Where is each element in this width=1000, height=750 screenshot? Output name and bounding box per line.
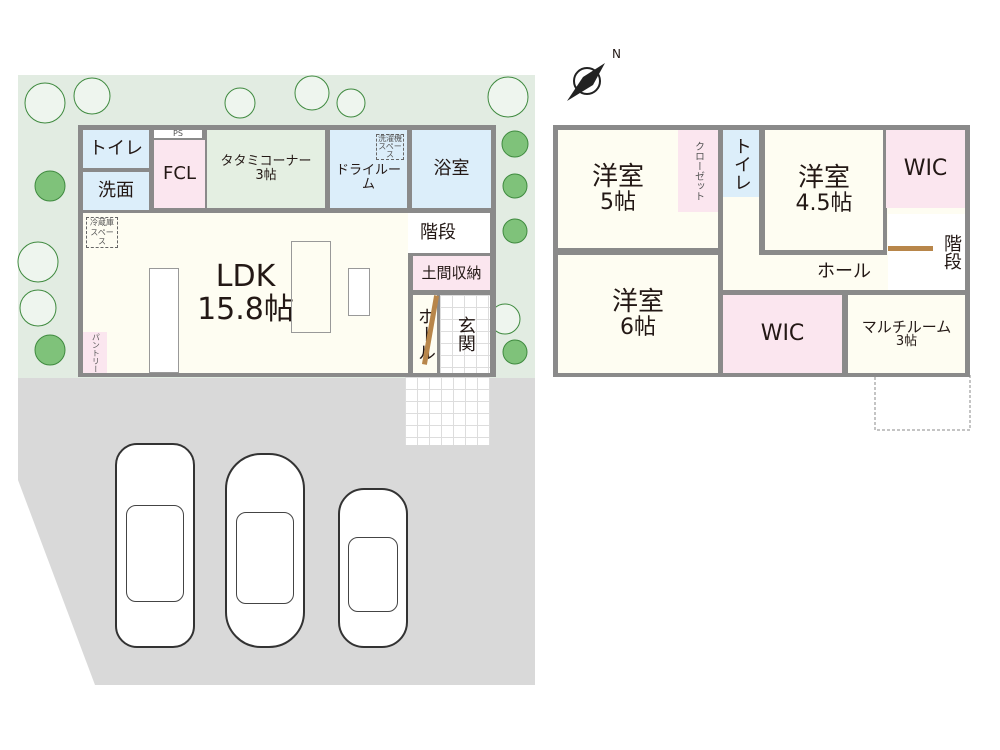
- label: 浴室: [433, 158, 470, 180]
- tree: [294, 75, 330, 111]
- label: トイレ: [89, 138, 143, 160]
- label: 階段: [941, 234, 962, 270]
- tree: [502, 339, 528, 365]
- tree: [502, 173, 528, 199]
- size: 3帖: [255, 168, 277, 183]
- washer-space: 洗濯機スペース: [376, 134, 404, 160]
- sofa: [291, 241, 331, 333]
- label: 土間収納: [421, 263, 482, 282]
- label: トイレ: [730, 136, 752, 191]
- label: クローゼット: [692, 141, 704, 201]
- stair-rail: [888, 246, 933, 251]
- porch: [405, 377, 490, 445]
- label: WIC: [903, 155, 948, 181]
- tree: [34, 170, 66, 202]
- tree: [501, 130, 529, 158]
- washroom: 洗面: [83, 172, 149, 210]
- entrance: 玄関: [440, 295, 490, 373]
- tree: [19, 289, 57, 327]
- balcony: [874, 374, 971, 431]
- label: FCL: [163, 163, 196, 185]
- compass: N: [565, 47, 621, 105]
- wic-lower: WIC: [723, 295, 842, 373]
- label: ドライルーム: [335, 162, 401, 192]
- kitchen-counter: [149, 268, 179, 373]
- car: [115, 443, 195, 648]
- tree: [73, 77, 111, 115]
- trees: [17, 75, 529, 366]
- tree: [336, 88, 366, 118]
- label: タタミコーナー: [220, 153, 312, 169]
- label: 洋室: [611, 286, 664, 317]
- label: 階段: [420, 222, 456, 244]
- table: [348, 268, 370, 316]
- stairs-2f: 階段: [888, 214, 965, 290]
- ldk: LDK 15.8帖 冷蔵庫スペース: [83, 213, 408, 373]
- size: 4.5帖: [795, 191, 853, 217]
- tree: [502, 218, 528, 244]
- car: [338, 488, 408, 648]
- closet: クローゼット: [678, 130, 718, 212]
- tree: [34, 334, 66, 366]
- label: PS: [173, 128, 183, 138]
- size: 5帖: [600, 190, 636, 216]
- doma-storage: 土間収納: [413, 256, 490, 290]
- label: 玄関: [454, 316, 476, 352]
- tree: [24, 82, 66, 124]
- size: 6帖: [620, 315, 656, 341]
- dry-room: 洗濯機スペース ドライルーム: [330, 130, 407, 208]
- label: 洗面: [98, 180, 134, 202]
- label: 洋室: [797, 162, 850, 193]
- toilet-1f: トイレ: [83, 130, 149, 168]
- label: LDK: [215, 259, 276, 294]
- tree: [224, 87, 256, 119]
- pantry: パントリー: [83, 332, 107, 373]
- label: マルチルーム: [861, 317, 952, 336]
- north-arrow-icon: [567, 63, 605, 101]
- label: パントリー: [91, 332, 101, 373]
- label: ホール: [817, 261, 871, 283]
- room-5jo-door-area: [678, 212, 718, 248]
- compass-label: N: [612, 47, 621, 61]
- car: [225, 453, 305, 648]
- stairs-1f: 階段: [408, 213, 490, 253]
- label: 洋室: [591, 161, 644, 192]
- toilet-2f: トイレ: [723, 130, 759, 197]
- tree: [17, 241, 59, 283]
- pipe-space: PS: [154, 128, 202, 138]
- wic-upper: WIC: [886, 130, 965, 208]
- bathroom: 浴室: [412, 130, 491, 208]
- tree: [487, 76, 529, 118]
- size: 15.8帖: [197, 292, 294, 327]
- label: WIC: [760, 320, 805, 346]
- fridge-space: 冷蔵庫スペース: [86, 217, 118, 248]
- fcl: FCL: [154, 140, 205, 208]
- size: 3帖: [895, 334, 918, 350]
